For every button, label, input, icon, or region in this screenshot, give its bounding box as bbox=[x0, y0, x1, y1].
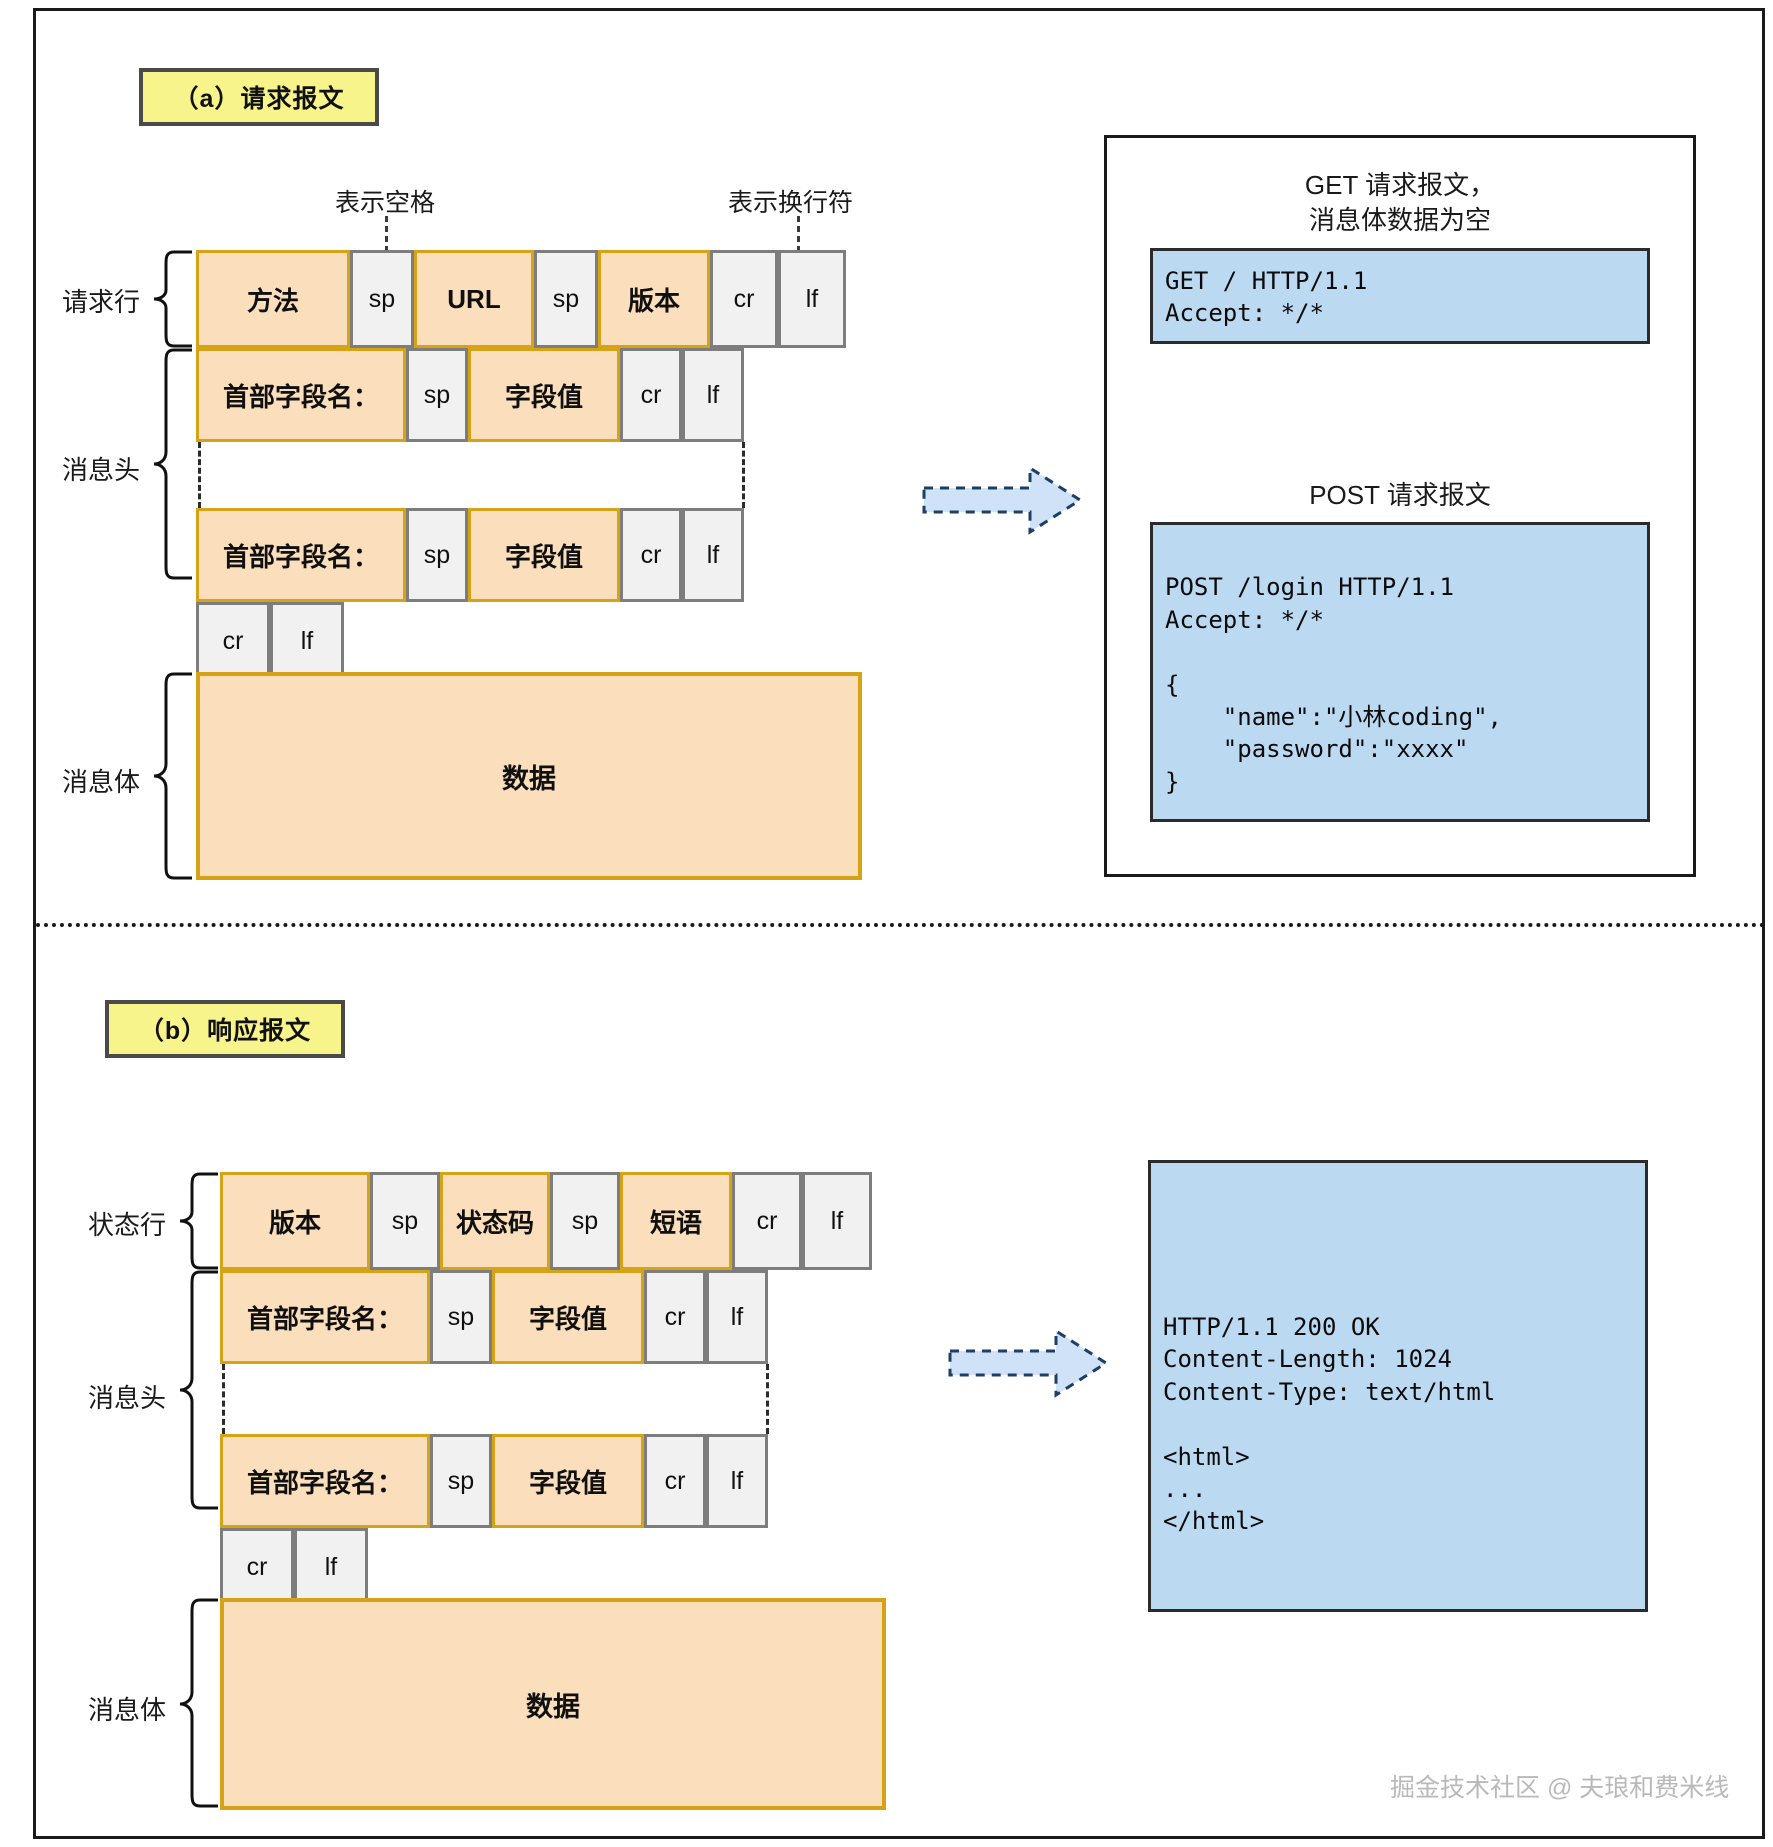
brace-request-headers bbox=[152, 348, 194, 580]
cell-resp-sp-2: sp bbox=[550, 1172, 620, 1270]
watermark: 掘金技术社区 @ 夫琅和费米线 bbox=[1390, 1774, 1730, 1802]
cell-resp-header-sp-1: sp bbox=[430, 1270, 492, 1364]
cell-version: 版本 bbox=[598, 250, 710, 348]
cell-resp-sp-1: sp bbox=[370, 1172, 440, 1270]
side-label-response-body: 消息体 bbox=[88, 1695, 167, 1725]
cell-sp-2: sp bbox=[534, 250, 598, 348]
section-divider bbox=[36, 923, 1766, 927]
flow-arrow-request bbox=[922, 462, 1084, 538]
cell-lf-1: lf bbox=[778, 250, 846, 348]
cell-header-sp-1: sp bbox=[406, 348, 468, 442]
cell-resp-blankline-cr: cr bbox=[220, 1528, 294, 1606]
get-example-code: GET / HTTP/1.1 Accept: */* bbox=[1150, 248, 1650, 344]
header-continuation-right bbox=[742, 442, 745, 508]
cell-header-value-1: 字段值 bbox=[468, 348, 620, 442]
cell-header-name-1: 首部字段名： bbox=[196, 348, 406, 442]
cell-header-lf-2: lf bbox=[682, 508, 744, 602]
side-label-request-headers: 消息头 bbox=[62, 455, 141, 485]
resp-header-continuation-right bbox=[766, 1364, 769, 1434]
header-continuation-left bbox=[198, 442, 201, 508]
cell-resp-status: 状态码 bbox=[440, 1172, 550, 1270]
cell-resp-lf-1: lf bbox=[802, 1172, 872, 1270]
cell-resp-phrase: 短语 bbox=[620, 1172, 732, 1270]
side-label-response-headers: 消息头 bbox=[88, 1383, 167, 1413]
cell-cr-1: cr bbox=[710, 250, 778, 348]
side-label-request-body: 消息体 bbox=[62, 767, 141, 797]
cell-header-cr-2: cr bbox=[620, 508, 682, 602]
section-title-request: （a）请求报文 bbox=[139, 68, 379, 126]
cell-resp-header-lf-2: lf bbox=[706, 1434, 768, 1528]
cell-header-cr-1: cr bbox=[620, 348, 682, 442]
cell-resp-header-lf-1: lf bbox=[706, 1270, 768, 1364]
annotation-newline-leader bbox=[797, 216, 800, 252]
brace-request-body bbox=[152, 672, 194, 880]
resp-header-continuation-left bbox=[222, 1364, 225, 1434]
cell-blankline-lf: lf bbox=[270, 602, 344, 680]
annotation-space-label: 表示空格 bbox=[335, 189, 436, 217]
cell-resp-header-value-1: 字段值 bbox=[492, 1270, 644, 1364]
brace-status-line bbox=[178, 1172, 220, 1270]
post-example-caption: POST 请求报文 bbox=[1309, 480, 1491, 510]
get-example-caption: GET 请求报文， 消息体数据为空 bbox=[1304, 170, 1496, 236]
section-title-response: （b）响应报文 bbox=[105, 1000, 345, 1058]
cell-resp-header-cr-1: cr bbox=[644, 1270, 706, 1364]
response-body-block: 数据 bbox=[220, 1598, 886, 1810]
brace-response-headers bbox=[178, 1270, 220, 1510]
cell-header-sp-2: sp bbox=[406, 508, 468, 602]
flow-arrow-response bbox=[948, 1325, 1110, 1401]
brace-response-body bbox=[178, 1598, 220, 1810]
cell-resp-header-cr-2: cr bbox=[644, 1434, 706, 1528]
cell-header-lf-1: lf bbox=[682, 348, 744, 442]
cell-url: URL bbox=[414, 250, 534, 348]
cell-resp-header-value-2: 字段值 bbox=[492, 1434, 644, 1528]
brace-request-line bbox=[152, 250, 194, 348]
cell-resp-cr-1: cr bbox=[732, 1172, 802, 1270]
side-label-request-line: 请求行 bbox=[62, 287, 141, 317]
cell-resp-version: 版本 bbox=[220, 1172, 370, 1270]
cell-resp-header-name-2: 首部字段名： bbox=[220, 1434, 430, 1528]
annotation-space-leader bbox=[385, 216, 388, 252]
side-label-status-line: 状态行 bbox=[88, 1210, 167, 1240]
cell-header-name-2: 首部字段名： bbox=[196, 508, 406, 602]
response-example-code: HTTP/1.1 200 OK Content-Length: 1024 Con… bbox=[1148, 1160, 1648, 1612]
cell-resp-header-sp-2: sp bbox=[430, 1434, 492, 1528]
post-example-code: POST /login HTTP/1.1 Accept: */* { "name… bbox=[1150, 522, 1650, 822]
request-body-block: 数据 bbox=[196, 672, 862, 880]
cell-method: 方法 bbox=[196, 250, 350, 348]
cell-header-value-2: 字段值 bbox=[468, 508, 620, 602]
cell-resp-header-name-1: 首部字段名： bbox=[220, 1270, 430, 1364]
cell-resp-blankline-lf: lf bbox=[294, 1528, 368, 1606]
cell-blankline-cr: cr bbox=[196, 602, 270, 680]
cell-sp-1: sp bbox=[350, 250, 414, 348]
annotation-newline-label: 表示换行符 bbox=[728, 189, 854, 217]
